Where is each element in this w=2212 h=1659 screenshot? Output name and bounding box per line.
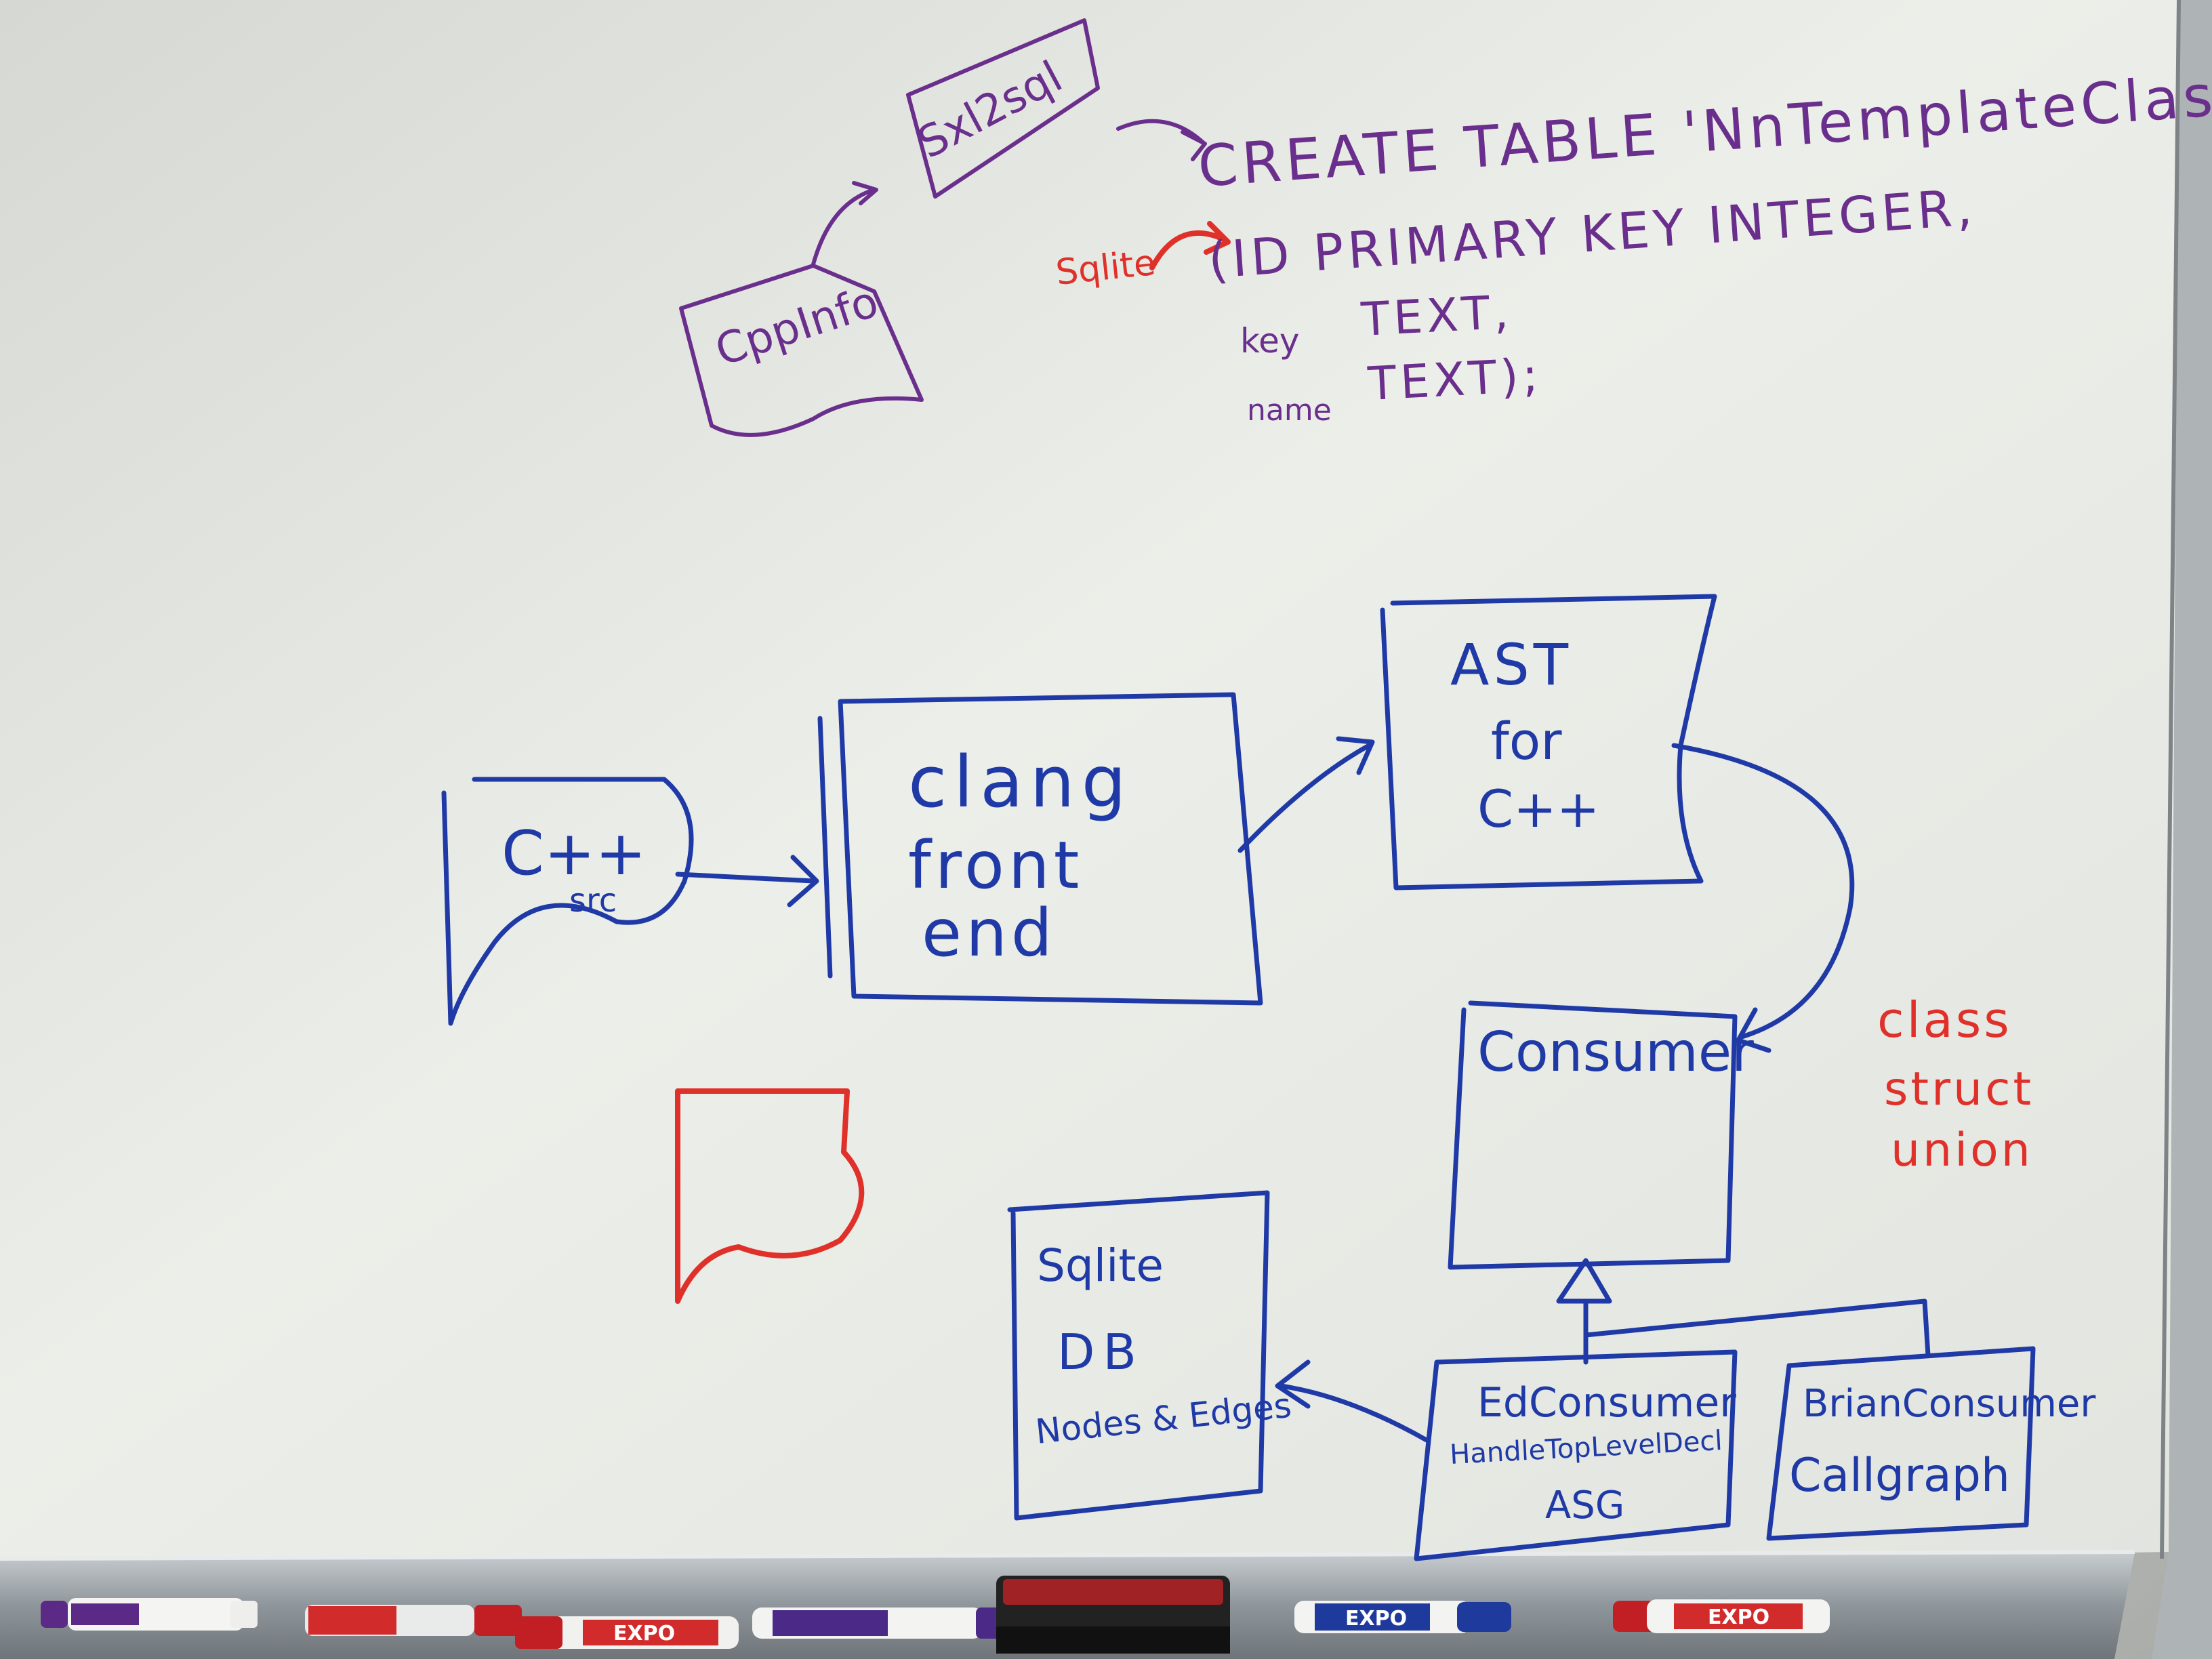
red-marker-1[interactable] xyxy=(305,1605,522,1636)
clang-to-ast-arrow xyxy=(1237,736,1375,853)
clang-box-shape xyxy=(817,692,1263,1006)
sql-row-label-name: name xyxy=(1247,393,1332,428)
purple-marker[interactable] xyxy=(41,1598,258,1631)
red-note-class: class xyxy=(1877,991,2012,1048)
cpp-to-clang-arrow xyxy=(675,855,819,907)
red-note-struct: struct xyxy=(1884,1063,2034,1116)
cppinfo-to-sxl2sql-arrow xyxy=(811,181,878,266)
ed-to-sqlite-arrow xyxy=(1275,1359,1429,1443)
red-document-shape xyxy=(675,1088,865,1304)
sql-row-label-key: key xyxy=(1240,321,1300,361)
ed-consumer-box-shape xyxy=(1414,1349,1738,1561)
clang-label-1: clang xyxy=(908,741,1133,823)
ed-consumer-label-3: ASG xyxy=(1545,1483,1624,1528)
ast-label-3: C++ xyxy=(1477,779,1599,839)
sqlite-db-label-1: Sqlite xyxy=(1037,1240,1164,1292)
sxl2sql-shape xyxy=(906,18,1100,199)
purple-marker-2[interactable] xyxy=(752,1607,1017,1639)
board-frame-right xyxy=(2152,0,2212,1659)
cpp-source-sub-label: src xyxy=(569,882,617,920)
sqlite-red-arrow xyxy=(1149,221,1231,270)
consumer-label: Consumer xyxy=(1477,1021,1754,1084)
sqlite-db-label-2: DB xyxy=(1057,1324,1145,1380)
ed-consumer-label-1: EdConsumer xyxy=(1477,1379,1736,1427)
ast-to-consumer-arrow xyxy=(1671,743,1855,1053)
board-surface xyxy=(0,0,2189,1586)
sql-line-4: TEXT); xyxy=(1366,349,1544,411)
sqlite-db-box-shape xyxy=(1007,1190,1270,1521)
clang-label-2: front xyxy=(908,827,1083,903)
eraser[interactable] xyxy=(996,1576,1230,1654)
marker-brand-red-2: EXPO xyxy=(1708,1605,1769,1629)
ast-label-2: for xyxy=(1491,711,1562,771)
brian-consumer-box-shape xyxy=(1766,1346,2036,1541)
consumer-box-shape xyxy=(1448,1000,1738,1270)
marker-brand-red: EXPO xyxy=(613,1622,675,1645)
red-marker-2[interactable]: EXPO xyxy=(515,1616,739,1649)
sql-line-3: TEXT, xyxy=(1359,285,1514,347)
sxl2sql-to-sql-arrow xyxy=(1116,119,1207,161)
brian-consumer-label-1: BrianConsumer xyxy=(1803,1382,2096,1426)
clang-label-3: end xyxy=(922,895,1057,971)
red-marker-3[interactable]: EXPO xyxy=(1613,1599,1830,1633)
cppinfo-shape xyxy=(679,264,924,437)
marker-brand-blue: EXPO xyxy=(1345,1607,1407,1631)
ast-label-1: AST xyxy=(1450,632,1572,698)
red-note-union: union xyxy=(1891,1124,2033,1177)
cpp-source-shape xyxy=(441,777,694,1026)
blue-marker[interactable]: EXPO xyxy=(1294,1601,1511,1633)
cpp-source-label: C++ xyxy=(501,818,647,889)
brian-consumer-label-2: Callgraph xyxy=(1789,1449,2010,1502)
